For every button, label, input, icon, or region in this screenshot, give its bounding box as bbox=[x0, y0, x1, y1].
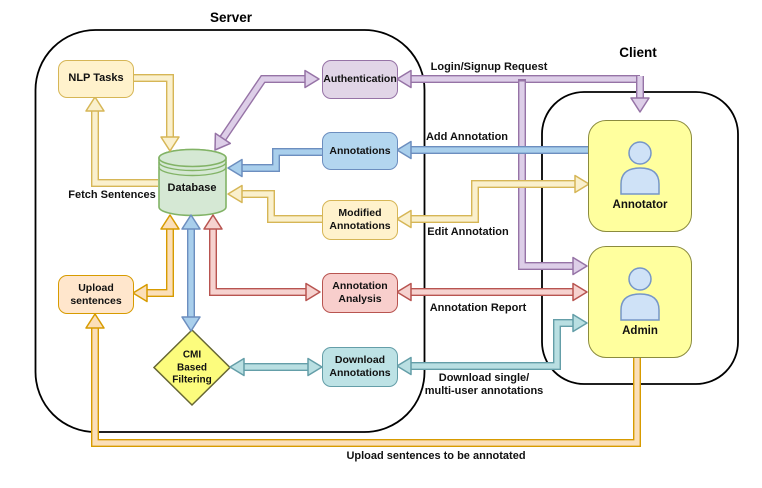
edge-download-admin bbox=[396, 313, 588, 376]
node-authentication: Authentication bbox=[322, 60, 398, 99]
edge-annotations-to-db bbox=[227, 148, 323, 178]
edge-annotation-report bbox=[396, 282, 588, 302]
edge-db-to-nlp bbox=[85, 96, 158, 187]
node-annotator-label: Annotator bbox=[612, 198, 668, 211]
label-download-multi: Download single/ multi-user annotations bbox=[424, 372, 544, 397]
label-upload-to-annotate: Upload sentences to be annotated bbox=[346, 450, 526, 462]
cmi-diamond bbox=[152, 328, 232, 407]
label-annotation-report: Annotation Report bbox=[429, 302, 527, 314]
edge-nlp-to-db bbox=[133, 74, 180, 152]
node-annotations: Annotations bbox=[322, 132, 398, 170]
edge-login-signup bbox=[396, 69, 650, 276]
person-icon bbox=[620, 266, 660, 321]
database-cylinder bbox=[158, 148, 227, 217]
edge-upload-sentences bbox=[85, 313, 641, 447]
edge-edit-annotation bbox=[396, 174, 590, 229]
node-database-label: Database bbox=[167, 182, 217, 194]
node-cmi-filter-label: CMI Based Filtering bbox=[172, 349, 212, 386]
label-login-signup: Login/Signup Request bbox=[430, 61, 548, 73]
edge-cmi-download bbox=[229, 357, 323, 377]
node-admin-label: Admin bbox=[622, 324, 658, 337]
node-nlp-tasks: NLP Tasks bbox=[58, 60, 134, 98]
person-icon bbox=[620, 140, 660, 195]
edge-db-analysis bbox=[203, 214, 321, 302]
node-upload-sentences: Upload sentences bbox=[58, 275, 134, 314]
node-annotator: Annotator bbox=[588, 120, 692, 232]
edge-db-cmi bbox=[181, 214, 201, 332]
server-title: Server bbox=[209, 10, 253, 25]
node-modified-annotations: Modified Annotations bbox=[322, 200, 398, 240]
node-download-annotations: Download Annotations bbox=[322, 347, 398, 387]
label-add-annotation: Add Annotation bbox=[425, 131, 509, 143]
label-fetch-sentences: Fetch Sentences bbox=[68, 189, 156, 201]
edge-modified-to-db bbox=[227, 184, 323, 223]
edge-db-authentication bbox=[214, 69, 320, 151]
node-annotation-analysis: Annotation Analysis bbox=[322, 273, 398, 313]
edge-add-annotation bbox=[396, 140, 589, 160]
client-title: Client bbox=[619, 45, 657, 60]
edge-db-upload bbox=[132, 214, 180, 303]
server-boundary bbox=[34, 29, 426, 433]
label-edit-annotation: Edit Annotation bbox=[427, 226, 509, 238]
node-admin: Admin bbox=[588, 246, 692, 358]
